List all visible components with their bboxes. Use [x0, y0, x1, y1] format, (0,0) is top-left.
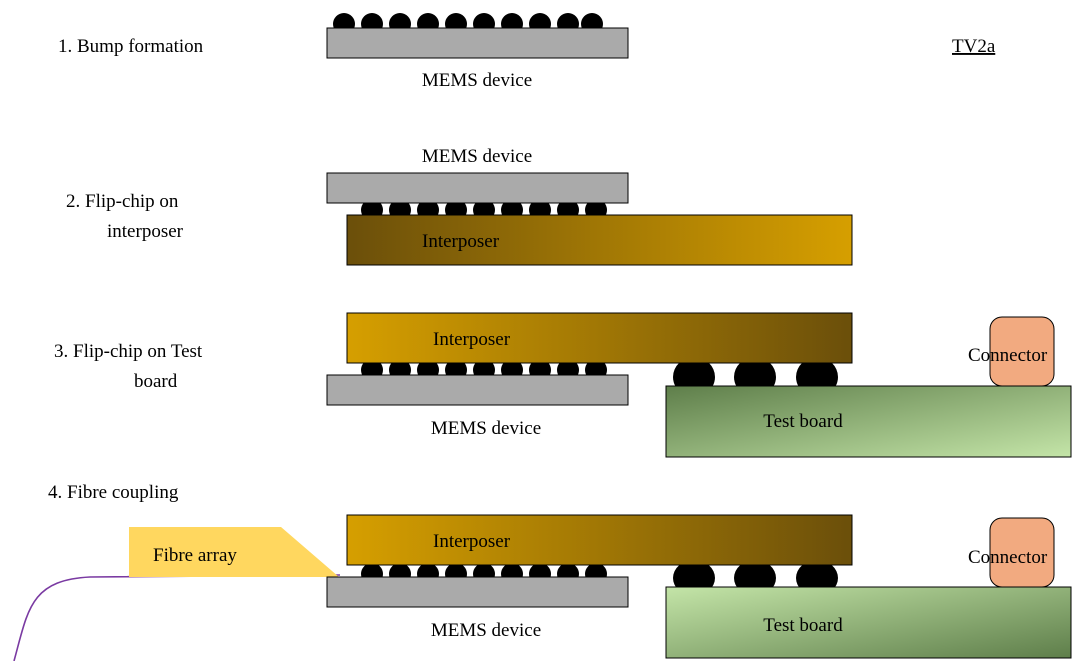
step-3: 3. Flip-chip on Test board Interposer ME…	[54, 312, 1072, 458]
connector-label: Connector	[968, 547, 1048, 568]
fibre-line	[13, 574, 341, 661]
connector-label: Connector	[968, 345, 1048, 366]
step-1: 1. Bump formation MEMS device	[58, 13, 629, 91]
interposer	[346, 312, 853, 364]
step-4-label: 4. Fibre coupling	[48, 482, 179, 503]
interposer-label: Interposer	[433, 329, 511, 350]
interposer-label: Interposer	[422, 231, 500, 252]
fibre-array	[129, 527, 339, 577]
mems-device	[326, 27, 629, 59]
connector	[989, 517, 1055, 588]
diagram-tag: TV2a	[952, 36, 996, 57]
mems-device	[326, 172, 629, 204]
mems-device-label: MEMS device	[422, 70, 532, 91]
step-3-label-line2: board	[134, 371, 178, 392]
test-board-label: Test board	[763, 411, 843, 432]
fibre-array-label: Fibre array	[153, 545, 237, 566]
mems-device-label: MEMS device	[422, 146, 532, 167]
interposer	[346, 514, 853, 566]
test-board	[665, 385, 1072, 458]
step-3-label-line1: 3. Flip-chip on Test	[54, 341, 203, 362]
interposer	[346, 214, 853, 266]
step-1-label: 1. Bump formation	[58, 36, 204, 57]
step-4: 4. Fibre coupling Fibre array Interposer…	[13, 482, 1072, 661]
mems-device-label: MEMS device	[431, 418, 541, 439]
test-board	[665, 586, 1072, 659]
step-2-label-line2: interposer	[107, 221, 184, 242]
mems-device	[326, 576, 629, 608]
connector	[989, 316, 1055, 387]
step-2: 2. Flip-chip on interposer MEMS device I…	[66, 146, 853, 266]
mems-device-label: MEMS device	[431, 620, 541, 641]
test-board-label: Test board	[763, 615, 843, 636]
step-2-label-line1: 2. Flip-chip on	[66, 191, 179, 212]
mems-device	[326, 374, 629, 406]
interposer-label: Interposer	[433, 531, 511, 552]
